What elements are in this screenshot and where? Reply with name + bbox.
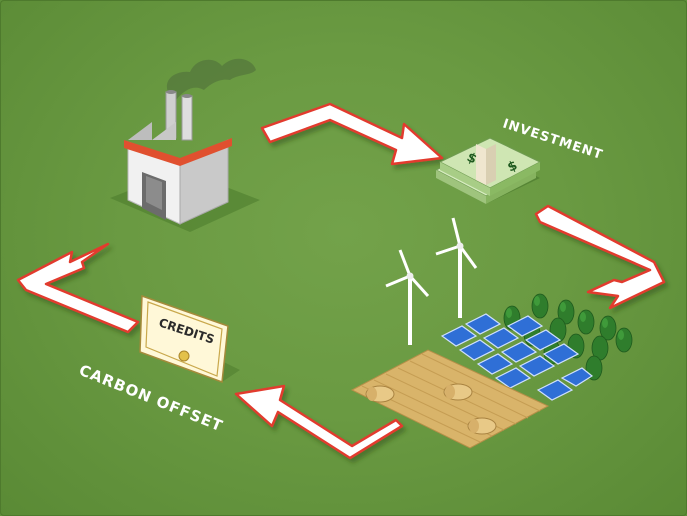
- credits-certificate-icon: CREDITS: [139, 294, 240, 384]
- wind-turbine-icon: [435, 217, 478, 318]
- cycle-arrow-icon: [16, 242, 140, 334]
- farm-field-icon: [350, 349, 550, 449]
- wind-turbine-icon: [385, 249, 430, 345]
- factory-icon: [110, 58, 260, 232]
- money-stack-icon: $ $: [434, 137, 542, 204]
- solar-panel-icon: [440, 313, 594, 401]
- cycle-arrow-icon: [234, 384, 404, 460]
- cycle-arrow-icon: [260, 102, 444, 166]
- cycle-arrow-icon: [534, 204, 666, 310]
